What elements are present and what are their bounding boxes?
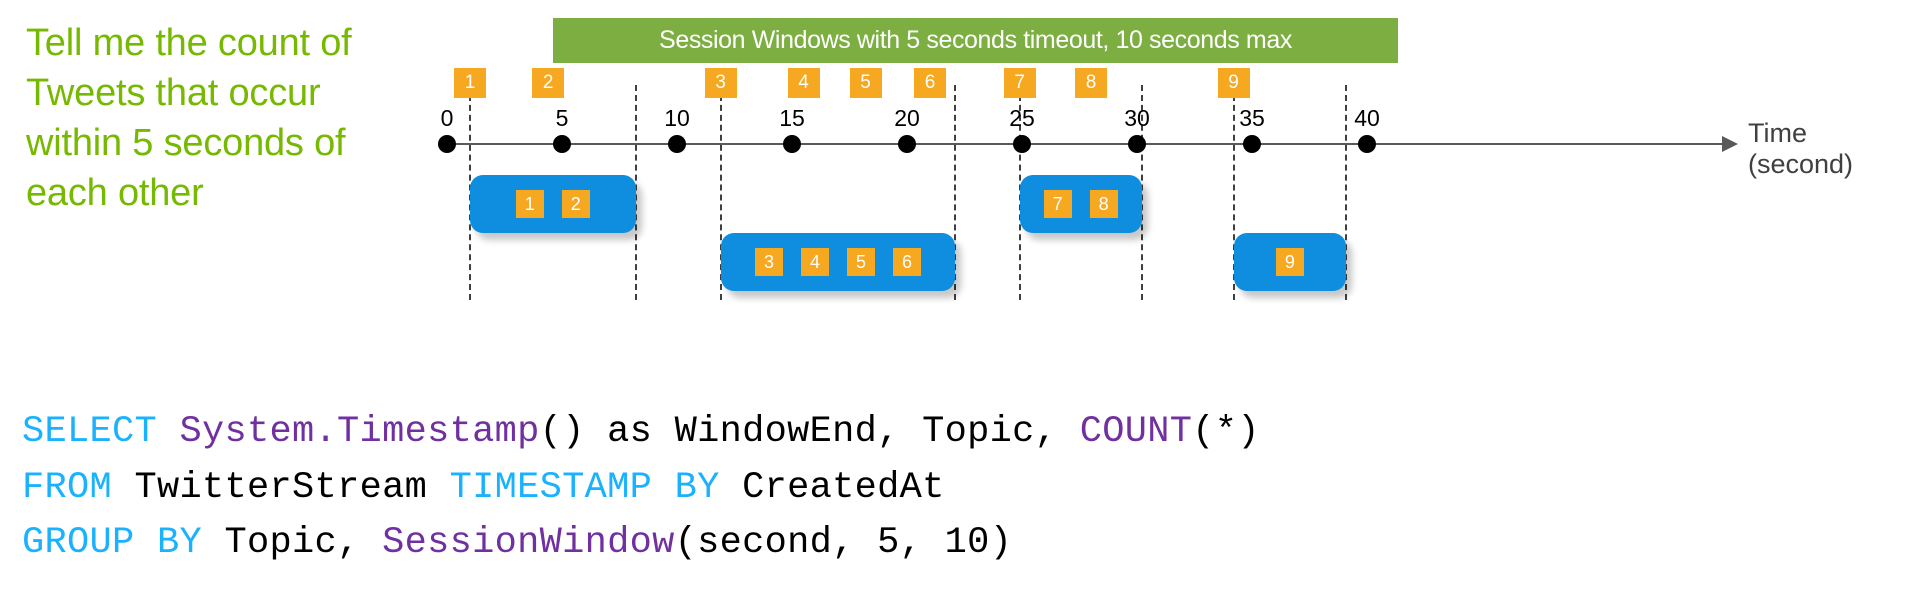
sql-token: TIMESTAMP BY: [449, 466, 743, 509]
sql-token: SELECT: [22, 411, 180, 453]
event-badge-4: 4: [787, 68, 820, 98]
sql-line-2: FROM TwitterStream TIMESTAMP BY CreatedA…: [22, 461, 1260, 517]
axis-tick-label: 10: [664, 105, 690, 131]
window-title-label: Session Windows with 5 seconds timeout, …: [659, 26, 1292, 54]
sql-query-block: SELECT System.Timestamp() as WindowEnd, …: [22, 405, 1260, 572]
session-event-badge-6: 6: [892, 248, 921, 276]
sql-token: System.Timestamp: [179, 411, 540, 453]
sql-token: CreatedAt: [742, 466, 945, 509]
axis-dot: [438, 135, 456, 153]
sql-token: COUNT: [1079, 411, 1193, 453]
session-event-badge-4: 4: [800, 248, 829, 276]
session-event-badge-5: 5: [846, 248, 875, 276]
axis-dot: [1243, 135, 1261, 153]
session-event-badge-3: 3: [754, 248, 783, 276]
guide-line: [1345, 85, 1348, 300]
sql-token: FROM: [22, 466, 135, 509]
axis-tick-label: 20: [894, 105, 920, 131]
axis-dot: [668, 135, 686, 153]
event-badge-7: 7: [1003, 68, 1036, 98]
axis-tick-label: 15: [779, 105, 805, 131]
sql-token: (*): [1192, 411, 1260, 453]
axis-dot: [783, 135, 801, 153]
session-window-diagram: Session Windows with 5 seconds timeout, …: [438, 18, 1854, 300]
sql-token: SessionWindow: [382, 522, 675, 564]
time-axis-line: [447, 143, 1727, 145]
session-event-badge-8: 8: [1089, 190, 1118, 218]
sql-token: () as WindowEnd, Topic,: [539, 411, 1080, 453]
sql-token: GROUP BY: [22, 522, 225, 564]
axis-dot: [898, 135, 916, 153]
session-event-badge-1: 1: [515, 190, 544, 218]
guide-line: [719, 85, 722, 300]
sql-line-3: GROUP BY Topic, SessionWindow(second, 5,…: [22, 516, 1260, 572]
axis-dot: [1013, 135, 1031, 153]
axis-tick-label: 35: [1239, 105, 1265, 131]
sql-line-1: SELECT System.Timestamp() as WindowEnd, …: [22, 405, 1260, 461]
axis-tick-label: 25: [1009, 105, 1035, 131]
event-badge-6: 6: [914, 68, 946, 98]
axis-tick-label: 5: [555, 105, 569, 131]
event-badge-3: 3: [704, 68, 737, 98]
guide-line: [954, 85, 957, 300]
axis-tick-label: 40: [1354, 105, 1380, 131]
question-text: Tell me the count of Tweets that occur w…: [26, 22, 352, 215]
time-axis-label: Time (second): [1748, 118, 1854, 180]
guide-line: [1140, 85, 1143, 300]
axis-dot: [1128, 135, 1146, 153]
event-badge-1: 1: [454, 68, 486, 98]
event-badge-2: 2: [532, 68, 565, 98]
event-badge-5: 5: [849, 68, 882, 98]
session-event-badge-9: 9: [1275, 248, 1304, 276]
guide-line: [634, 85, 637, 300]
sql-token: TwitterStream: [134, 466, 450, 509]
sql-token: Topic,: [224, 522, 383, 564]
session-event-badge-2: 2: [561, 190, 590, 218]
axis-dot: [553, 135, 571, 153]
event-badge-9: 9: [1217, 68, 1250, 98]
session-4: 9: [1233, 233, 1347, 291]
axis-dot: [1358, 135, 1376, 153]
event-badge-8: 8: [1075, 68, 1107, 98]
session-event-badge-7: 7: [1043, 190, 1072, 218]
window-title-bar: Session Windows with 5 seconds timeout, …: [553, 18, 1398, 63]
sql-token: (second, 5, 10): [674, 522, 1013, 564]
axis-tick-label: 0: [440, 105, 454, 131]
time-axis-arrow-icon: [1722, 136, 1738, 152]
guide-line: [1232, 85, 1235, 300]
axis-tick-label: 30: [1124, 105, 1150, 131]
